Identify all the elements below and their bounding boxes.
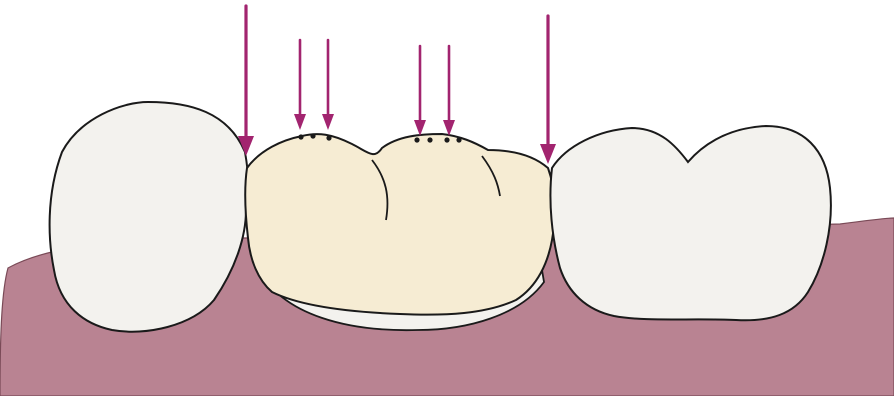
dot-icon	[310, 133, 315, 138]
arrow-occlusal-3	[414, 46, 426, 136]
dot-icon	[298, 134, 303, 139]
dot-icon	[456, 137, 461, 142]
arrow-right-contact	[540, 16, 556, 164]
arrow-left-contact	[238, 6, 254, 156]
dot-icon	[414, 137, 419, 142]
dot-icon	[427, 137, 432, 142]
arrow-occlusal-2	[322, 40, 334, 130]
dot-icon	[444, 137, 449, 142]
right-tooth	[550, 126, 830, 320]
arrow-occlusal-4	[443, 46, 455, 136]
dot-icon	[326, 135, 331, 140]
crown-restoration	[245, 134, 554, 315]
arrow-occlusal-1	[294, 40, 306, 130]
